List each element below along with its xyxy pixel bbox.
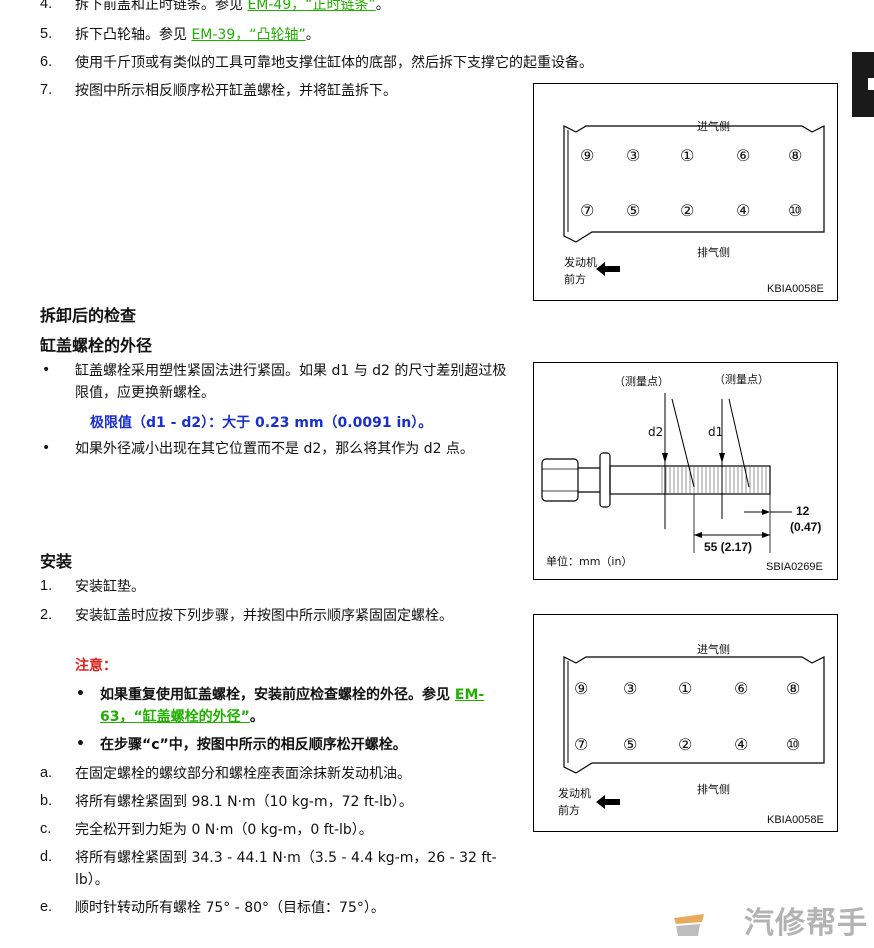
step-7-number: 7. [40,82,53,98]
arrow-left-icon [596,795,620,809]
bolt-4: ④ [734,735,749,754]
inspection-title: 拆卸后的检查 [40,306,137,325]
d2-label: d2 [648,425,664,439]
watermark: 汽修帮手 [744,906,868,941]
step-5-number: 5. [40,26,53,42]
bolt-5: ⑤ [623,735,638,754]
substep-e-number: e. [40,899,53,915]
bolt-1: ① [678,679,693,698]
substep-d-number: d. [40,849,53,865]
figure-code: KBIA0058E [767,814,824,826]
caution-bullet-dot: • [76,686,85,702]
substep-a-number: a. [40,765,53,781]
bolt-5: ⑤ [626,201,641,220]
d1-label: d1 [708,425,724,439]
limit-value: 极限值（d1 - d2）：大于 0.23 mm（0.0091 in）。 [90,415,433,431]
step-7-text: 按图中所示相反顺序松开缸盖螺栓，并将缸盖拆下。 [75,83,397,99]
bolt-3: ③ [623,679,638,698]
section-tab [852,52,874,117]
intake-side-label: 进气侧 [697,643,730,656]
intake-side-label: 进气侧 [697,120,730,133]
substep-e-text: 顺时针转动所有螺栓 75° - 80°（目标值：75°）。 [75,900,385,916]
dim-55: 55 (2.17) [704,540,753,554]
caution-item-1: 如果重复使用缸盖螺栓，安装前应检查螺栓的外径。参见 EM-63，“缸盖螺栓的外径… [100,687,485,725]
cylinder-head-outline [563,656,825,774]
bolt-2: ② [680,201,695,220]
step-6-text: 使用千斤顶或有类似的工具可靠地支撑住缸体的底部，然后拆下支撑它的起重设备。 [75,55,593,71]
watermark-logo-icon [674,914,704,936]
install-title: 安装 [40,552,73,571]
step-4-text: 拆下前盖和正时链条。参见 EM-49，“正时链条”。 [75,0,390,16]
substep-c-text: 完全松开到力矩为 0 N·m（0 kg-m，0 ft-lb）。 [75,822,373,838]
bolt-6: ⑥ [734,679,749,698]
engine-front-label-2: 前方 [558,804,580,817]
figure-bolt-measure: （测量点） （测量点） d2 d1 12 (0.47) 55 (2.17) 单位… [533,362,838,580]
inspection-subtitle: 缸盖螺栓的外径 [40,336,153,355]
bolt-10: ⑩ [788,201,803,220]
dim-12: 12 [796,504,810,518]
engine-front-label: 发动机 [564,256,597,269]
step-5-text: 拆下凸轮轴。参见 EM-39，“凸轮轴”。 [75,27,320,43]
section-tab-mark [868,78,874,90]
caution-label: 注意： [75,658,117,674]
engine-front-label-2: 前方 [564,273,586,286]
install-step-2-text: 安装缸盖时应按下列步骤，并按图中所示顺序紧固固定螺栓。 [75,608,453,624]
bolt-10: ⑩ [786,735,801,754]
substep-c-number: c. [40,821,52,837]
inspection-bullet-2: 如果外径减小出现在其它位置而不是 d2，那么将其作为 d2 点。 [75,441,474,457]
measure-point-right: （测量点） [714,373,769,386]
bolt-1: ① [680,146,695,165]
figure-code: KBIA0058E [767,283,824,295]
bolt-4: ④ [736,201,751,220]
bullet-dot: • [42,362,51,378]
bolt-drawing [541,393,792,553]
bolt-8: ⑧ [788,146,803,165]
bolt-9: ⑨ [574,679,589,698]
step-6-number: 6. [40,54,53,70]
bolt-8: ⑧ [786,679,801,698]
cylinder-head-outline [563,125,825,243]
substep-b-number: b. [40,793,53,809]
link-bolt-diameter[interactable]: EM-63，“缸盖螺栓的外径” [100,687,485,725]
substep-a-text: 在固定螺栓的螺纹部分和螺栓座表面涂抹新发动机油。 [75,766,411,782]
bolt-7: ⑦ [580,201,595,220]
unit-label: 单位：mm（in） [546,555,633,568]
link-camshaft[interactable]: EM-39，“凸轮轴” [191,27,306,43]
caution-bullet-dot: • [76,736,85,752]
bullet-dot: • [42,440,51,456]
dim-12-in: (0.47) [790,520,822,534]
inspection-bullet-1: 缸盖螺栓采用塑性紧固法进行紧固。如果 d1 与 d2 的尺寸差别超过极限值，应更… [75,363,507,401]
bolt-9: ⑨ [580,146,595,165]
install-step-1-number: 1. [40,578,53,594]
figure-code: SBIA0269E [766,561,823,573]
step-4-number: 4. [40,0,53,12]
bolt-3: ③ [626,146,641,165]
arrow-left-icon [596,262,620,276]
exhaust-side-label: 排气侧 [697,783,730,796]
measure-point-left: （测量点） [614,375,669,388]
bolt-7: ⑦ [574,735,589,754]
link-timing-chain[interactable]: EM-49，“正时链条” [247,0,376,13]
bolt-6: ⑥ [736,146,751,165]
substep-d-text: 将所有螺栓紧固到 34.3 - 44.1 N·m（3.5 - 4.4 kg-m，… [75,850,497,888]
install-step-1-text: 安装缸垫。 [75,579,145,595]
caution-item-2: 在步骤“c”中，按图中所示的相反顺序松开螺栓。 [100,737,407,753]
install-step-2-number: 2. [40,607,53,623]
exhaust-side-label: 排气侧 [697,246,730,259]
figure-bolt-sequence-2: 进气侧 排气侧 ⑨ ③ ① ⑥ ⑧ ⑦ ⑤ ② ④ ⑩ 发动机 前方 KBIA0… [533,614,838,832]
bolt-2: ② [678,735,693,754]
substep-b-text: 将所有螺栓紧固到 98.1 N·m（10 kg-m，72 ft-lb）。 [75,794,413,810]
figure-bolt-sequence-1: 进气侧 排气侧 ⑨ ③ ① ⑥ ⑧ ⑦ ⑤ ② ④ ⑩ 发动机 前方 KBIA0… [533,83,838,301]
engine-front-label: 发动机 [558,787,591,800]
